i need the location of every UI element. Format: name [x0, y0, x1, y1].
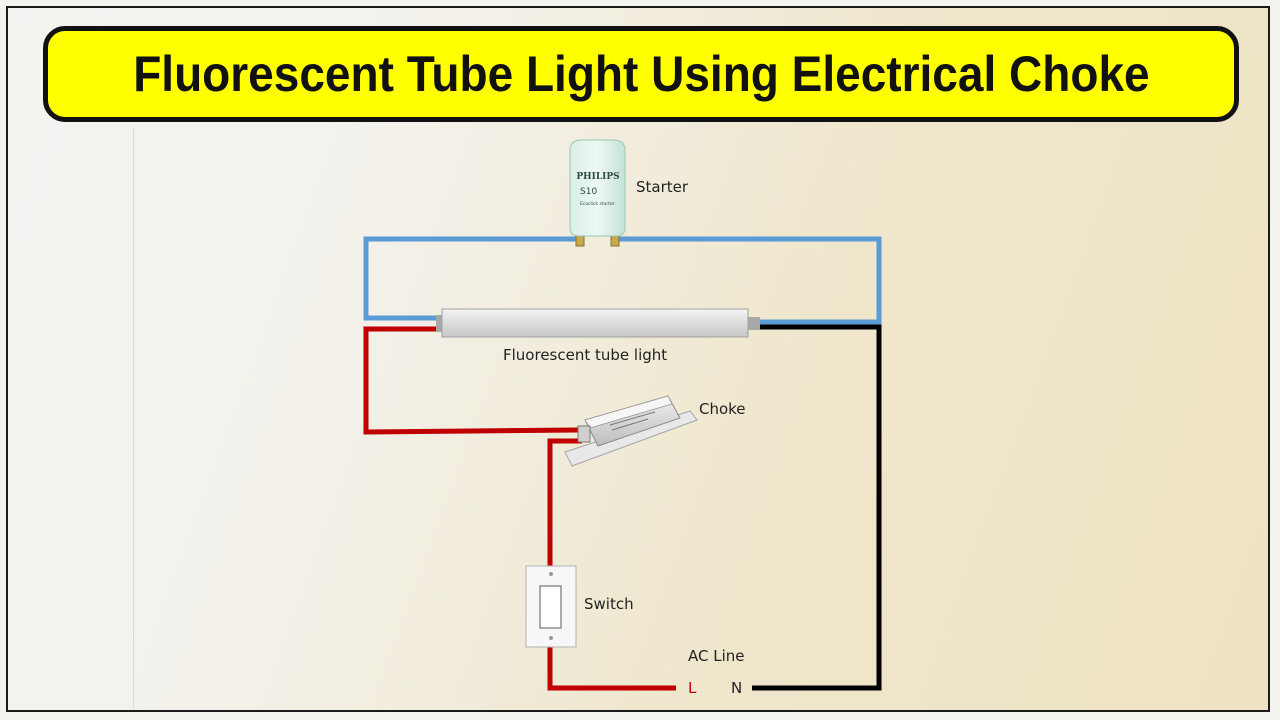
tube-pin-left: [436, 315, 444, 332]
switch-screw-bottom: [549, 636, 553, 640]
switch-screw-top: [549, 572, 553, 576]
starter: PHILIPS S10 Ecoclick starter: [569, 139, 626, 247]
title-banner: Fluorescent Tube Light Using Electrical …: [43, 26, 1239, 122]
page-title: Fluorescent Tube Light Using Electrical …: [132, 46, 1150, 102]
starter-model: S10: [580, 187, 597, 197]
diagram-frame: [6, 6, 1270, 712]
frame-guide-line: [133, 128, 134, 710]
red-wire-choke-to-switch: [547, 438, 582, 568]
blue-wire-left: [363, 236, 580, 321]
tube-label: Fluorescent tube light: [503, 346, 667, 364]
choke-top: [584, 395, 673, 429]
blue-wires: [363, 236, 882, 325]
fluorescent-tube: [436, 308, 760, 338]
starter-brand: PHILIPS: [576, 172, 619, 182]
ac-line-neutral-label: N: [731, 679, 742, 697]
starter-label: Starter: [636, 178, 689, 196]
choke-label-line-2: [611, 418, 649, 431]
red-wire-switch-to-live: [547, 646, 676, 691]
switch-rocker: [539, 585, 562, 629]
starter-subtext: Ecoclick starter: [580, 201, 615, 207]
wall-switch: [525, 565, 577, 648]
blue-wire-right: [615, 236, 882, 325]
tube-body: [441, 308, 749, 338]
choke-label-line-1: [609, 411, 656, 426]
tube-pin-right: [746, 317, 760, 330]
red-wires: [363, 326, 676, 691]
choke-terminal: [577, 425, 591, 443]
choke-label: Choke: [699, 400, 746, 418]
choke: [564, 395, 698, 467]
ac-line-label: AC Line: [688, 647, 745, 665]
switch-label: Switch: [584, 595, 634, 613]
red-wire-tube-to-choke: [363, 326, 579, 435]
black-wire-neutral: [752, 324, 882, 691]
ac-line-live-label: L: [688, 679, 697, 697]
starter-body: [569, 139, 626, 237]
